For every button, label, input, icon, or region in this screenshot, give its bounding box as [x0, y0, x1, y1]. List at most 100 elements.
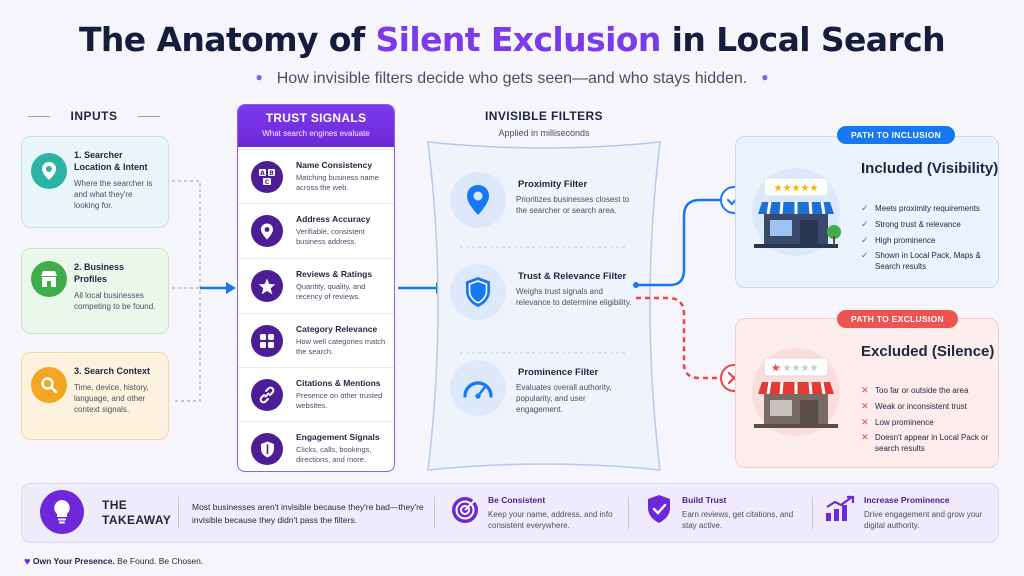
shield-check-icon	[648, 495, 670, 523]
check-icon: ✓	[861, 250, 869, 260]
trust-signal-desc: Verifiable, consistent business address.	[296, 227, 365, 246]
shield-icon	[251, 433, 283, 465]
trust-signals-panel: TRUST SIGNALS What search engines evalua…	[237, 104, 395, 472]
location-pin-icon	[251, 215, 283, 247]
takeaway-item-prominence: Increase Prominence Drive engagement and…	[822, 491, 994, 537]
location-pin-icon	[31, 153, 67, 189]
takeaway-item-consistent: Be Consistent Keep your name, address, a…	[446, 491, 626, 537]
trust-signal-title: Address Accuracy	[296, 214, 371, 224]
gauge-icon	[450, 360, 506, 416]
takeaway-item-desc: Keep your name, address, and info consis…	[488, 510, 613, 530]
svg-text:★: ★	[771, 363, 780, 374]
title-part-2: in Local Search	[660, 20, 946, 59]
title-accent: Silent Exclusion	[375, 20, 662, 59]
lightbulb-icon	[40, 490, 84, 534]
input-title: 2. Business Profiles	[74, 262, 125, 284]
x-icon: ✕	[861, 385, 869, 395]
filter-desc: Weighs trust signals and relevance to de…	[516, 287, 632, 307]
input-desc: All local businesses competing to be fou…	[74, 291, 156, 311]
trust-signal-desc: Clicks, calls, bookings, directions, and…	[296, 445, 372, 464]
input-card-context: 3. Search Context Time, device, history,…	[21, 352, 169, 440]
included-store-illustration: ★★★★★	[752, 168, 841, 256]
filters-subtitle: Applied in milliseconds	[498, 128, 590, 138]
page-subtitle: ● How invisible filters decide who gets s…	[0, 70, 1024, 88]
filter-prominence: Prominence Filter Evaluates overall auth…	[450, 360, 650, 420]
filter-title: Prominence Filter	[518, 367, 599, 378]
inclusion-path	[636, 198, 720, 287]
trust-signal-desc: How well categories match the search.	[296, 337, 386, 356]
trust-signal-item: Address Accuracy Verifiable, consistent …	[238, 203, 394, 256]
trust-signal-item: Category Relevance How well categories m…	[238, 313, 394, 366]
trust-signal-title: Engagement Signals	[296, 432, 380, 442]
arrow-to-trust-head	[226, 282, 236, 294]
trust-signals-subtitle: What search engines evaluate	[262, 129, 370, 138]
exclusion-path	[636, 296, 720, 380]
page-title: The Anatomy of Silent Exclusion in Local…	[0, 20, 1024, 59]
check-icon: ✓	[861, 219, 869, 229]
takeaway-item-trust: Build Trust Earn reviews, get citations,…	[640, 491, 810, 537]
star-icon	[251, 270, 283, 302]
footer-rest: Be Found. Be Chosen.	[114, 556, 204, 566]
input-title: 1. Searcher Location & Intent	[74, 150, 148, 172]
input-card-location: 1. Searcher Location & Intent Where the …	[21, 136, 169, 228]
trust-signal-title: Reviews & Ratings	[296, 269, 373, 279]
exclusion-list: ✕Too far or outside the area ✕Weak or in…	[861, 385, 989, 453]
exclusion-pill: PATH TO EXCLUSION	[837, 310, 958, 328]
divider	[434, 497, 435, 529]
magnifier-icon	[31, 367, 67, 403]
trust-signal-title: Name Consistency	[296, 160, 373, 170]
filter-proximity: Proximity Filter Prioritizes businesses …	[450, 172, 650, 232]
trust-signal-desc: Presence on other trusted websites.	[296, 391, 383, 410]
trust-signal-item: Citations & Mentions Presence on other t…	[238, 367, 394, 420]
svg-text:★★★★★: ★★★★★	[774, 363, 819, 374]
subtitle-text: How invisible filters decide who gets se…	[276, 70, 748, 87]
footer-tagline: ♥ Own Your Presence. Be Found. Be Chosen…	[24, 556, 203, 568]
takeaway-item-title: Be Consistent	[488, 495, 546, 505]
footer-bold: Own Your Presence.	[32, 556, 115, 566]
storefront-icon	[31, 261, 67, 297]
growth-chart-icon	[826, 495, 855, 521]
bullet-dot-icon: ●	[255, 70, 263, 84]
bullet-dot-icon: ●	[761, 70, 769, 84]
takeaway-item-title: Build Trust	[682, 495, 727, 505]
trust-signal-item: Engagement Signals Clicks, calls, bookin…	[238, 421, 394, 471]
trust-signal-item: Reviews & Ratings Quantity, quality, and…	[238, 258, 394, 311]
trust-signal-title: Category Relevance	[296, 324, 378, 334]
x-icon: ✕	[861, 432, 869, 442]
filter-title: Trust & Relevance Filter	[518, 271, 627, 282]
trust-signals-title: TRUST SIGNALS	[265, 111, 367, 125]
grid-icon	[251, 325, 283, 357]
input-desc: Where the searcher is and what they're l…	[74, 179, 153, 210]
inclusion-title: Included (Visibility)	[861, 160, 999, 177]
exclusion-title: Excluded (Silence)	[861, 343, 995, 360]
link-icon	[251, 379, 283, 411]
inputs-bracket	[172, 180, 201, 402]
svg-text:A: A	[260, 170, 265, 177]
input-desc: Time, device, history, language, and oth…	[74, 383, 149, 414]
heart-icon: ♥	[24, 556, 31, 568]
divider	[812, 497, 813, 529]
trust-signals-header: TRUST SIGNALS What search engines evalua…	[238, 105, 394, 147]
svg-text:C: C	[265, 179, 270, 186]
location-pin-icon	[450, 172, 506, 228]
takeaway-item-desc: Drive engagement and grow your digital a…	[864, 510, 983, 530]
trust-signal-title: Citations & Mentions	[296, 378, 381, 388]
divider	[628, 497, 629, 529]
filter-desc: Prioritizes businesses closest to the se…	[516, 195, 630, 215]
input-title: 3. Search Context	[74, 366, 151, 376]
filter-trust-relevance: Trust & Relevance Filter Weighs trust si…	[450, 264, 650, 324]
check-icon: ✓	[861, 235, 869, 245]
x-icon: ✕	[861, 401, 869, 411]
takeaway-item-title: Increase Prominence	[864, 495, 950, 505]
svg-text:B: B	[269, 170, 274, 177]
inputs-heading: INPUTS	[28, 109, 160, 123]
takeaway-bar	[21, 483, 999, 543]
filter-desc: Evaluates overall authority, popularity,…	[516, 383, 612, 414]
x-icon: ✕	[861, 417, 869, 427]
takeaway-item-desc: Earn reviews, get citations, and stay ac…	[682, 510, 794, 530]
svg-text:★★★★★: ★★★★★	[774, 183, 819, 194]
trust-signal-desc: Matching business name across the web.	[296, 173, 379, 192]
shield-check-icon	[450, 264, 506, 320]
